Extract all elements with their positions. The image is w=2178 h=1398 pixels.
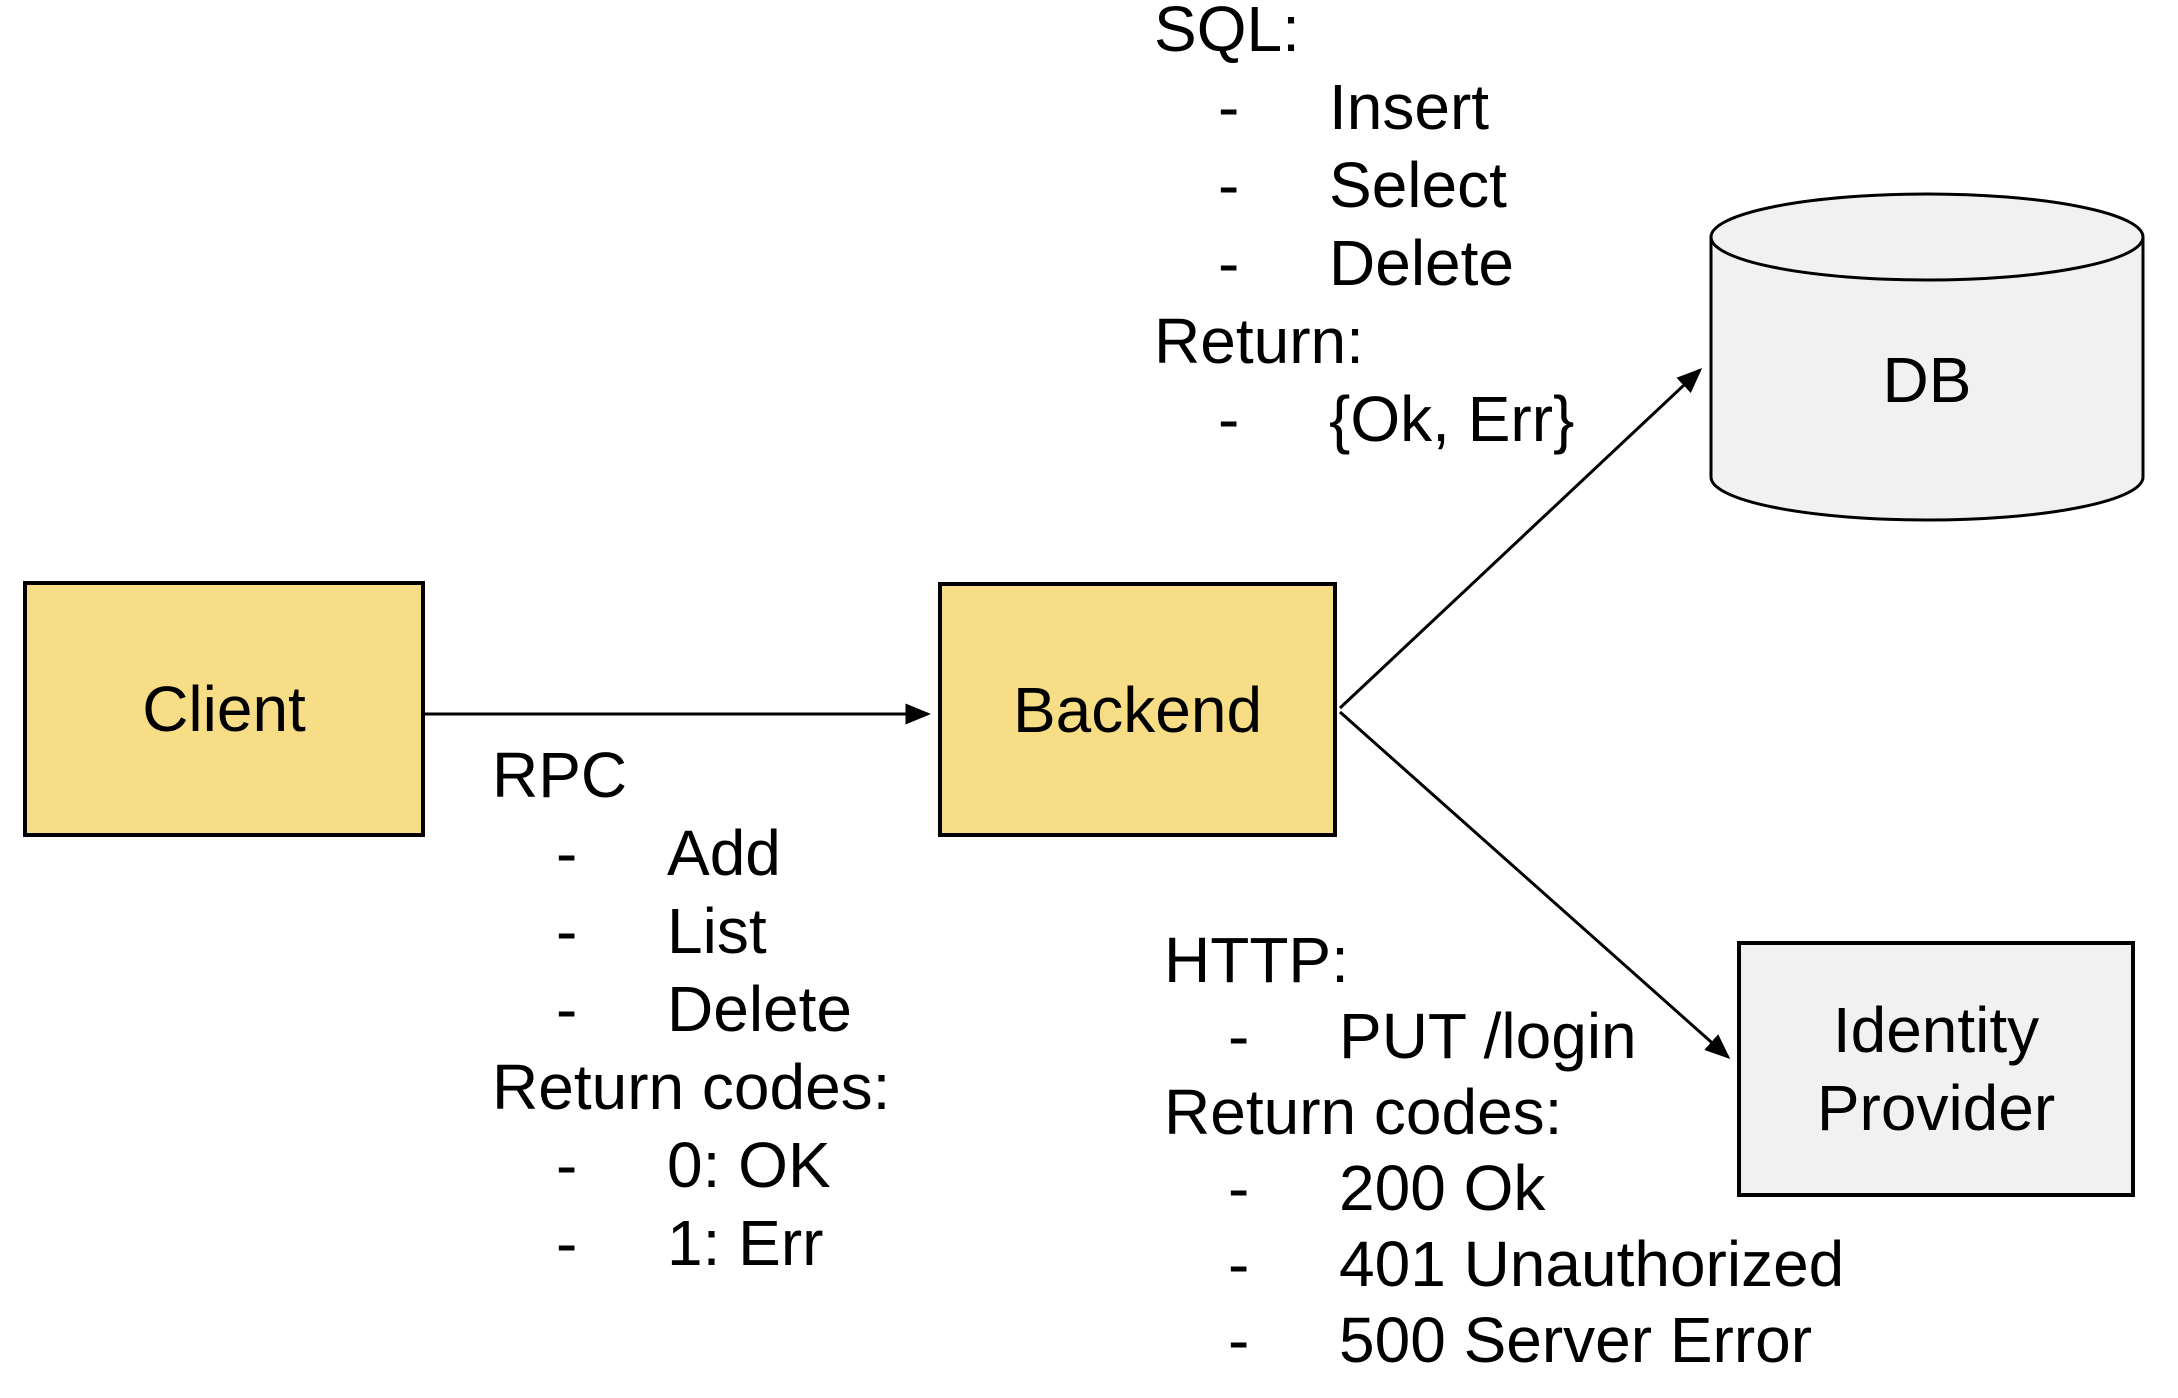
bullet-dash: - — [1228, 1152, 1250, 1224]
http-return-bullet-line: - 401 Unauthorized — [1164, 1226, 1844, 1302]
bullet-text: {Ok, Err} — [1329, 383, 1575, 455]
bullet-dash: - — [1228, 1228, 1250, 1300]
rpc-annotation: RPC - Add - List - Delete Return codes: - 0:… — [492, 736, 890, 1282]
sql-annotation: SQL: - Insert - Select - Delete Return: - {O… — [1154, 0, 1574, 458]
bullet-dash: - — [556, 817, 578, 889]
http-return-bullet-line: - 500 Server Error — [1164, 1302, 1844, 1378]
sql-bullet-line: - Select — [1154, 146, 1574, 224]
rpc-bullet-line: - Add — [492, 814, 890, 892]
sql-bullet-line: - Insert — [1154, 68, 1574, 146]
bullet-dash: - — [1228, 1000, 1250, 1072]
rpc-bullet-line: - List — [492, 892, 890, 970]
http-annotation: HTTP: -PUT /login Return codes: -200 Ok … — [1164, 922, 1844, 1378]
bullet-dash: - — [1218, 71, 1240, 143]
sql-return-title: Return: — [1154, 305, 1364, 377]
bullet-dash: - — [1218, 383, 1240, 455]
bullet-dash: - — [1228, 1304, 1250, 1376]
bullet-text: Select — [1329, 149, 1507, 221]
identity-provider-node: Identity Provider — [1737, 941, 2135, 1197]
rpc-bullet-line: - Delete — [492, 970, 890, 1048]
client-node: Client — [23, 581, 425, 837]
db-cylinder — [1709, 192, 2145, 522]
bullet-text: 200 Ok — [1339, 1152, 1546, 1224]
bullet-text: 401 Unauthorized — [1339, 1228, 1845, 1300]
bullet-text: 500 Server Error — [1339, 1304, 1813, 1376]
bullet-text: 1: Err — [667, 1207, 824, 1279]
bullet-text: Delete — [1329, 227, 1514, 299]
rpc-return-bullet-line: - 0: OK — [492, 1126, 890, 1204]
bullet-dash: - — [1218, 149, 1240, 221]
bullet-text: Delete — [667, 973, 852, 1045]
bullet-dash: - — [556, 973, 578, 1045]
bullet-dash: - — [556, 895, 578, 967]
identity-provider-node-label: Identity Provider — [1816, 994, 2056, 1144]
http-return-bullet-line: - 200 Ok — [1164, 1150, 1844, 1226]
sql-return-bullet-line: - {Ok, Err} — [1154, 380, 1574, 458]
bullet-dash: - — [556, 1207, 578, 1279]
rpc-return-bullet-line: - 1: Err — [492, 1204, 890, 1282]
http-title: HTTP: — [1164, 924, 1349, 996]
db-node-label: DB — [1882, 343, 1972, 416]
client-node-label: Client — [142, 673, 306, 745]
sql-title: SQL: — [1154, 0, 1300, 65]
backend-node-label: Backend — [1012, 673, 1263, 746]
backend-node: Backend — [938, 582, 1337, 837]
http-return-title: Return codes: — [1164, 1076, 1563, 1148]
bullet-text: Insert — [1329, 71, 1490, 143]
rpc-return-title: Return codes: — [492, 1051, 891, 1123]
bullet-text: 0: OK — [667, 1129, 831, 1201]
bullet-text: Add — [667, 817, 781, 889]
db-cylinder-top — [1709, 192, 2145, 282]
sql-bullet-line: - Delete — [1154, 224, 1574, 302]
bullet-text: PUT /login — [1339, 1000, 1637, 1072]
arrow-backend-to-db — [1338, 367, 1703, 710]
arrow-backend-to-identity-provider — [1339, 710, 1731, 1059]
bullet-dash: - — [1218, 227, 1240, 299]
bullet-dash: - — [556, 1129, 578, 1201]
db-cylinder-body — [1709, 237, 2145, 522]
http-bullet-line: - PUT /login — [1164, 998, 1844, 1074]
db-node-label-box: DB — [1711, 194, 2143, 520]
bullet-text: List — [667, 895, 767, 967]
rpc-title: RPC — [492, 739, 628, 811]
